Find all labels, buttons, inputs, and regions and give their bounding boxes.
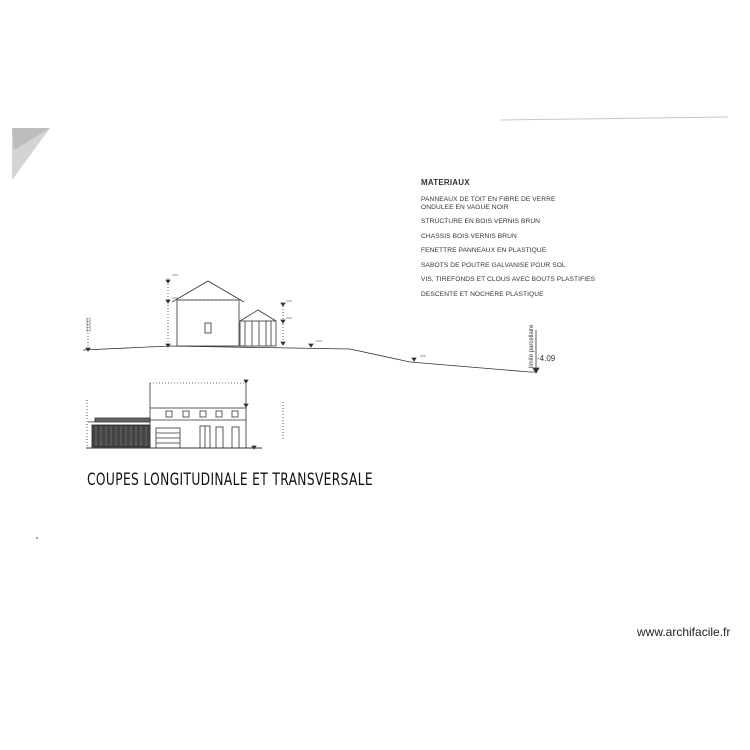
- longitudinal-section: [82, 278, 540, 374]
- material-item: SABOTS DE POUTRE GALVANISE POUR SOL: [421, 261, 566, 269]
- limit-label: limite parcellaire: [529, 324, 535, 368]
- house-window: [204, 322, 212, 334]
- upper-window-4: [215, 410, 223, 418]
- material-item: CHASSIS BOIS VERNIS BRUN: [421, 232, 517, 240]
- upper-window-1: [165, 410, 173, 418]
- limit-level-value: -4.09: [537, 354, 556, 363]
- veranda-section: [239, 320, 277, 347]
- scan-edge-line: [499, 116, 729, 121]
- level-tick-marks: [86, 274, 426, 357]
- material-item: PANNEAUX DE TOIT EN FIBRE DE VERRE ONDUL…: [421, 196, 556, 211]
- ground-profile: [82, 345, 537, 373]
- upper-window-5: [231, 410, 239, 418]
- paper-fold-shadow: [12, 128, 50, 150]
- materials-legend: MATERIAUX PANNEAUX DE TOIT EN FIBRE DE V…: [421, 178, 721, 305]
- site-watermark: www.archifacile.fr: [637, 625, 731, 639]
- material-item: DESCENTE ET NOCHERE PLASTIQUE: [421, 290, 544, 298]
- house-roof: [171, 280, 245, 303]
- materials-title: MATERIAUX: [421, 178, 470, 187]
- scan-dot: [36, 537, 38, 539]
- elevation-window-2: [231, 426, 240, 449]
- veranda-roof: [239, 309, 277, 322]
- material-item: VIS, TIREFONDS ET CLOUS AVEC BOUTS PLAST…: [421, 276, 596, 283]
- elevation-window-1: [215, 426, 224, 449]
- limit-level-marker: [532, 367, 540, 374]
- upper-window-2: [182, 410, 190, 418]
- upper-window-3: [199, 410, 207, 418]
- transversal-section: [86, 379, 284, 450]
- material-item: STRUCTURE EN BOIS VERNIS BRUN: [421, 218, 541, 225]
- shed-cladding: [95, 426, 147, 446]
- material-item: FENETTRE PANNEAUX EN PLASTIQUE: [421, 247, 547, 254]
- drawing-title: COUPES LONGITUDINALE ET TRANSVERSALE: [87, 470, 374, 490]
